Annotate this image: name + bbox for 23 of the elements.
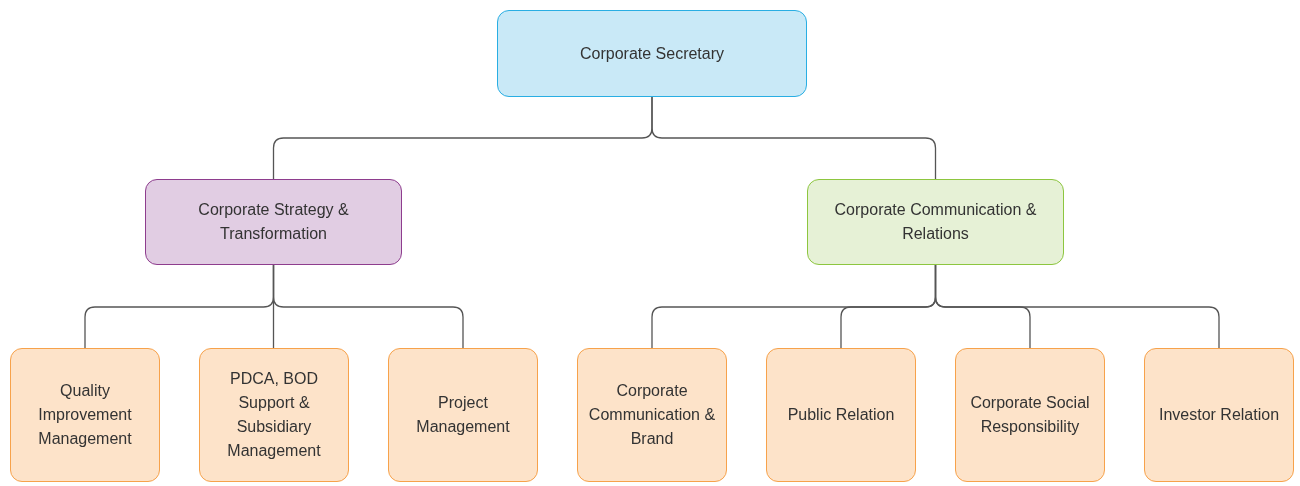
node-label: Corporate Strategy & Transformation — [197, 200, 350, 244]
unit-box — [10, 348, 160, 482]
node-label: Corporate Communication & Brand — [587, 381, 717, 449]
unit-box — [766, 348, 916, 482]
node-label: Public Relation — [787, 405, 895, 425]
node-label: Corporate Secretary — [579, 43, 725, 64]
connector-line — [272, 264, 464, 349]
department-box — [145, 179, 402, 265]
unit-box — [1144, 348, 1294, 482]
unit-box — [388, 348, 538, 482]
unit-box — [199, 348, 349, 482]
unit-box — [955, 348, 1105, 482]
node-label: Corporate Communication & Relations — [833, 200, 1038, 244]
connector-line — [934, 264, 1220, 349]
node-label: Project Management — [415, 393, 511, 437]
node-label: Investor Relation — [1158, 405, 1280, 425]
node-label: PDCA, BOD Support & Subsidiary Management — [226, 369, 322, 461]
unit-box — [577, 348, 727, 482]
connector-line — [651, 96, 937, 180]
node-label: Corporate Social Responsibility — [969, 393, 1091, 437]
top-box — [497, 10, 807, 97]
department-box — [807, 179, 1064, 265]
node-label: Quality Improvement Management — [37, 381, 133, 449]
